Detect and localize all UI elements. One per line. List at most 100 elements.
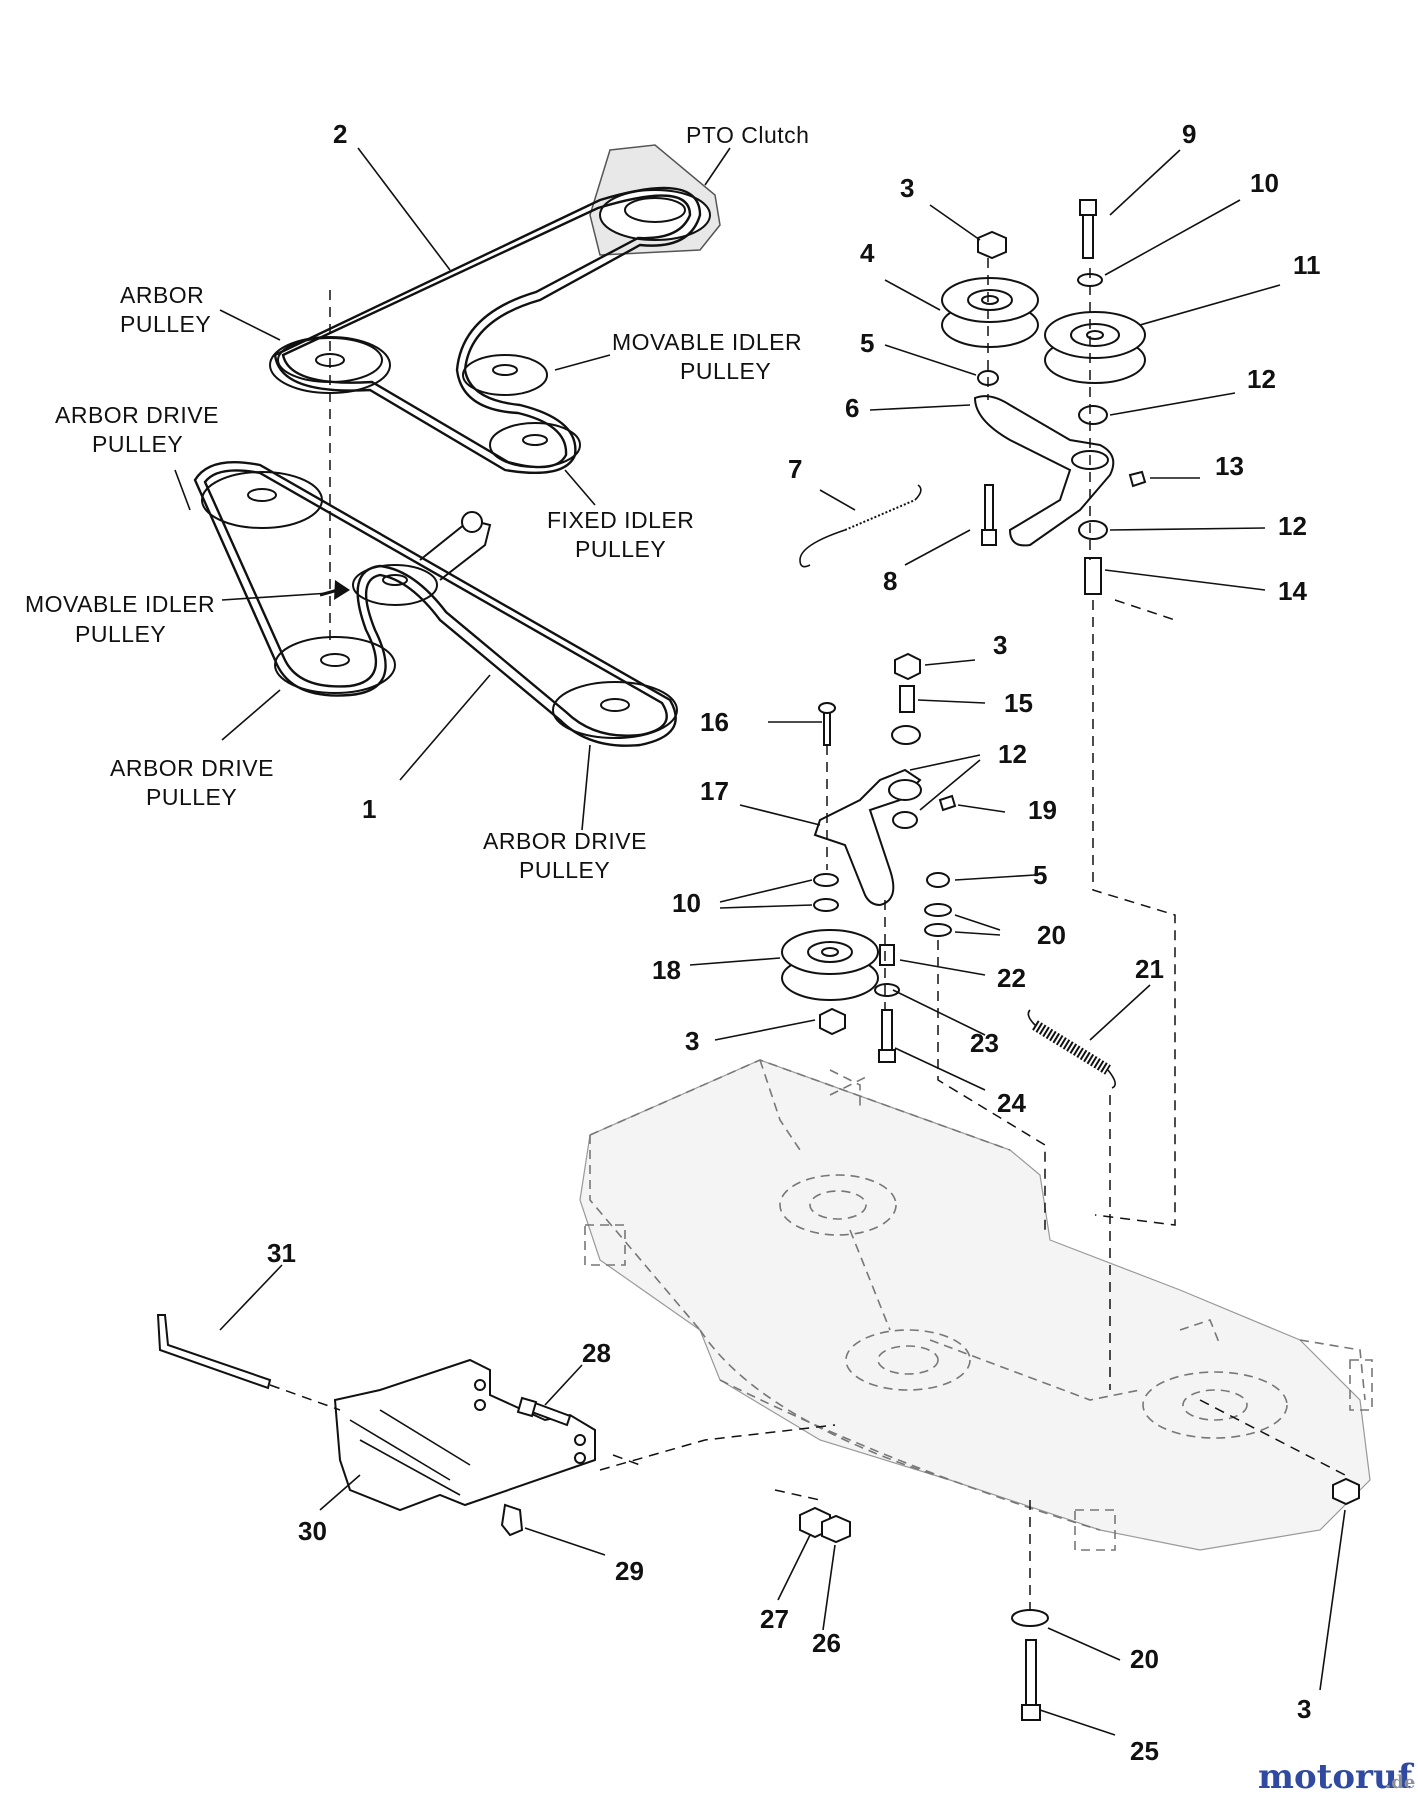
label-arbor-drive-bottom-right: PULLEY — [519, 857, 610, 883]
part-number: 12 — [1247, 364, 1276, 394]
pto-clutch — [589, 144, 721, 256]
part-number: 17 — [700, 776, 729, 806]
part-number: 3 — [1297, 1694, 1311, 1724]
part-number: 30 — [298, 1516, 327, 1546]
part-number: 4 — [860, 238, 875, 268]
part-number: 13 — [1215, 451, 1244, 481]
part-number-labels: 2 1 3 4 5 6 7 8 9 10 11 12 13 12 14 3 15… — [267, 119, 1321, 1766]
part-number: 29 — [615, 1556, 644, 1586]
nut-26 — [821, 1514, 851, 1544]
movable-idler-pulley-top — [462, 354, 548, 396]
part-number: 27 — [760, 1604, 789, 1634]
leader-lines — [174, 147, 1346, 1736]
rod-31 — [156, 1314, 272, 1390]
watermark-suffix: .de — [1385, 1772, 1415, 1793]
label-movable-idler-top: MOVABLE IDLER — [612, 329, 802, 355]
label-arbor-drive-bottom-right: ARBOR DRIVE — [483, 828, 647, 854]
part-number: 18 — [652, 955, 681, 985]
label-arbor-drive-bottom-left: ARBOR DRIVE — [110, 755, 274, 781]
part-number: 20 — [1037, 920, 1066, 950]
part-number: 14 — [1278, 576, 1307, 606]
pulley-18 — [781, 929, 879, 1001]
label-arbor-pulley: PULLEY — [120, 311, 211, 337]
part-number: 24 — [997, 1088, 1026, 1118]
label-fixed-idler: PULLEY — [575, 536, 666, 562]
pulley-4 — [941, 277, 1039, 348]
part-number: 7 — [788, 454, 802, 484]
part-number: 5 — [860, 328, 874, 358]
bushing-12-c — [891, 725, 921, 745]
washer-20-c — [1011, 1609, 1049, 1627]
clip-29 — [500, 1503, 524, 1537]
spacer-15 — [899, 685, 915, 713]
part-number: 12 — [1278, 511, 1307, 541]
part-number: 2 — [333, 119, 347, 149]
bolt-9 — [1082, 214, 1094, 259]
setscrew-13 — [1128, 470, 1147, 488]
bolt-8 — [984, 484, 994, 531]
label-arbor-pulley: ARBOR — [120, 282, 204, 308]
part-number: 28 — [582, 1338, 611, 1368]
label-fixed-idler: FIXED IDLER — [547, 507, 694, 533]
nut-3-bottom — [1332, 1477, 1360, 1506]
belt-2-assembly — [269, 144, 721, 475]
part-number: 5 — [1033, 860, 1047, 890]
part-number: 16 — [700, 707, 729, 737]
label-arbor-drive-top: PULLEY — [92, 431, 183, 457]
washer-10-mid-b — [813, 898, 839, 912]
part-number: 10 — [672, 888, 701, 918]
setscrew-19 — [938, 794, 957, 812]
watermark-logo: motoruf .de — [1258, 1757, 1415, 1797]
washer-20-a — [924, 903, 952, 917]
part-number: 31 — [267, 1238, 296, 1268]
bushing-12-b — [1078, 520, 1108, 540]
part-number: 8 — [883, 566, 897, 596]
idler-arm-assembly-middle — [781, 599, 1176, 1390]
idler-arm-assembly-top — [799, 199, 1176, 1226]
part-number: 10 — [1250, 168, 1279, 198]
part-number: 15 — [1004, 688, 1033, 718]
part-number: 11 — [1293, 250, 1321, 280]
part-number: 1 — [362, 794, 376, 824]
part-number: 6 — [845, 393, 859, 423]
nut-3-mid — [894, 652, 921, 681]
belt-1-assembly — [193, 461, 678, 747]
lower-hardware — [774, 1399, 1360, 1721]
part-number: 3 — [685, 1026, 699, 1056]
nut-3-lower — [819, 1007, 846, 1036]
part-number: 26 — [812, 1628, 841, 1658]
part-number: 3 — [993, 630, 1007, 660]
label-movable-idler-left: PULLEY — [75, 621, 166, 647]
bracket-assembly — [156, 1314, 836, 1537]
bolt-24 — [881, 1009, 893, 1051]
bushing-12-a — [1078, 405, 1108, 425]
nut-3-top — [977, 230, 1007, 260]
pulley-11 — [1044, 311, 1146, 384]
label-movable-idler-left: MOVABLE IDLER — [25, 591, 215, 617]
label-arbor-drive-bottom-left: PULLEY — [146, 784, 237, 810]
washer-23 — [874, 983, 900, 997]
spacer-5-mid — [926, 872, 950, 888]
part-number: 12 — [998, 739, 1027, 769]
carriage-bolt-16 — [823, 709, 831, 746]
washer-10-mid-a — [813, 873, 839, 887]
label-pto-clutch: PTO Clutch — [686, 122, 809, 148]
part-number: 19 — [1028, 795, 1057, 825]
watermark-brand: motoruf — [1258, 1757, 1415, 1797]
part-number: 25 — [1130, 1736, 1159, 1766]
part-number: 20 — [1130, 1644, 1159, 1674]
part-number: 21 — [1135, 954, 1164, 984]
spring-7 — [799, 484, 922, 568]
bushing-12-d — [892, 811, 918, 829]
part-number: 9 — [1182, 119, 1196, 149]
arbor-drive-pulley-top — [201, 471, 323, 529]
callout-labels: PTO Clutch ARBOR PULLEY MOVABLE IDLER PU… — [25, 122, 809, 883]
part-number: 23 — [970, 1028, 999, 1058]
spring-21 — [1027, 1009, 1116, 1089]
label-movable-idler-top: PULLEY — [680, 358, 771, 384]
bolt-25 — [1025, 1639, 1037, 1706]
part-number: 22 — [997, 963, 1026, 993]
part-number: 3 — [900, 173, 914, 203]
mower-deck — [579, 1059, 1373, 1551]
